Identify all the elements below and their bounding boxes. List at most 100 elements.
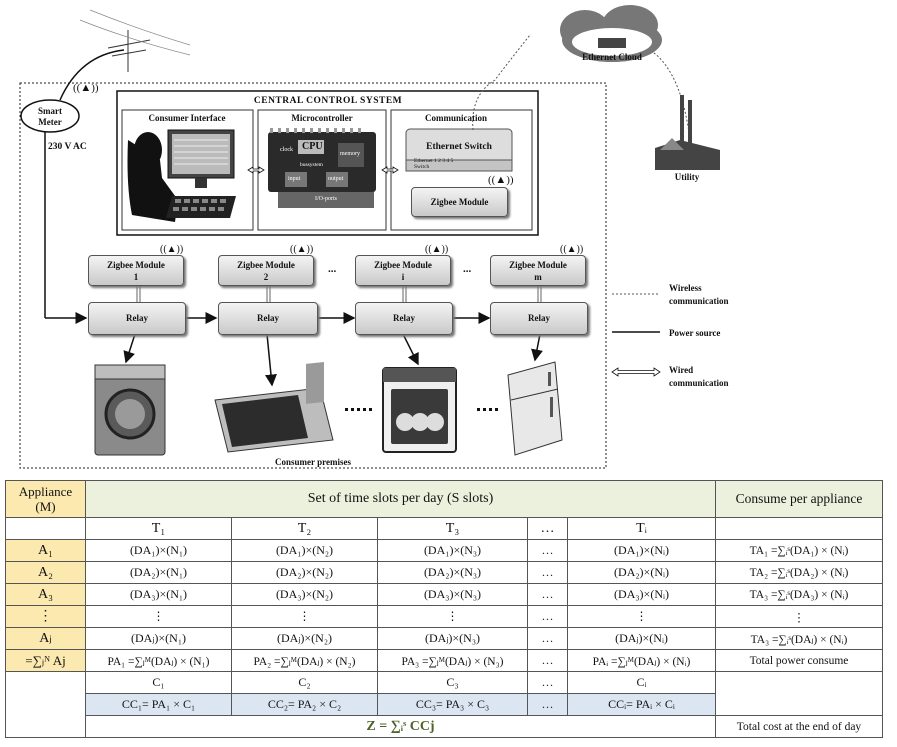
sum-appliance-label: =∑ⱼᴺ Aj bbox=[5, 649, 86, 672]
pa-cell: PA₂ =∑ⱼᴹ(DAⱼ) × (N₂) bbox=[231, 649, 378, 672]
system-diagram bbox=[19, 5, 720, 469]
premises-boundary bbox=[19, 82, 607, 469]
wireless-antenna-icon: ((▲)) bbox=[73, 82, 99, 94]
appliance-label: A₁ bbox=[5, 539, 86, 562]
table-cell: (DAⱼ)×(N₁) bbox=[85, 627, 232, 650]
appliance-total: TA₂ =∑ᵢˢ(DA₂) × (Nᵢ) bbox=[715, 561, 883, 584]
table-cell: (DAⱼ)×(N₃) bbox=[377, 627, 528, 650]
mcu-io-label: I/O-ports bbox=[315, 196, 337, 202]
smart-meter-label: Smart Meter bbox=[38, 106, 62, 127]
wireless-link-cloud bbox=[472, 34, 531, 131]
table-cell: (DA₁)×(N₁) bbox=[85, 539, 232, 562]
mcu-cpu-label: CPU bbox=[302, 141, 323, 152]
zigbee-module-index: m bbox=[534, 272, 542, 282]
cc-cell: CC₂= PA₂ × C₂ bbox=[231, 693, 378, 716]
dishwasher-icon bbox=[382, 367, 457, 453]
table-cell: (DA₁)×(Nᵢ) bbox=[567, 539, 716, 562]
zigbee-module-index: i bbox=[401, 272, 405, 282]
cost-cell: … bbox=[527, 671, 568, 694]
slot-label: T₁ bbox=[85, 517, 232, 540]
table-cell: (DA₃)×(N₂) bbox=[231, 583, 378, 606]
zigbee-module-index: 2 bbox=[263, 272, 269, 282]
total-power-label: Total power consume bbox=[715, 649, 883, 672]
appliance-ellipsis-dots bbox=[345, 408, 498, 411]
utility-plant-icon bbox=[655, 95, 720, 170]
relay-label: Relay bbox=[528, 313, 550, 323]
slot-ellipsis: … bbox=[527, 517, 568, 540]
utility-label: Utility bbox=[674, 172, 700, 182]
legend-power-label: Power source bbox=[669, 328, 721, 338]
microcontroller-label: Microcontroller bbox=[291, 113, 353, 123]
table-cell: (DA₂)×(N₃) bbox=[377, 561, 528, 584]
appliance-total: ⋮ bbox=[715, 605, 883, 628]
zigbee-central-label: Zigbee Module bbox=[430, 197, 489, 207]
table-cell: (DA₃)×(N₁) bbox=[85, 583, 232, 606]
table-cell: ⋮ bbox=[231, 605, 378, 628]
legend-wireless-label: Wireless communication bbox=[669, 283, 729, 306]
empty-cell bbox=[715, 517, 883, 540]
table-cell: … bbox=[527, 583, 568, 606]
mcu-output-label: output bbox=[328, 176, 344, 182]
cc-cell: … bbox=[527, 693, 568, 716]
table-cell: ⋮ bbox=[377, 605, 528, 628]
relay-2: Relay bbox=[218, 302, 318, 335]
appliance-label: A₂ bbox=[5, 561, 86, 584]
appliance-label: ⋮ bbox=[5, 605, 86, 628]
microcontroller-chip-icon bbox=[268, 128, 376, 208]
table-cell: (DA₃)×(Nᵢ) bbox=[567, 583, 716, 606]
table-cell: (DA₂)×(Nᵢ) bbox=[567, 561, 716, 584]
zigbee-central-antenna-icon: ((▲)) bbox=[488, 174, 514, 186]
switch-sub-label: Switch bbox=[414, 164, 430, 170]
slot-label: T₃ bbox=[377, 517, 528, 540]
switch-ports-label: Ethernet 1 2 3 4 5 bbox=[414, 158, 454, 164]
slot-label: Tᵢ bbox=[567, 517, 716, 540]
cost-cell: Cᵢ bbox=[567, 671, 716, 694]
slot-label: T₂ bbox=[231, 517, 378, 540]
empty-cell bbox=[715, 671, 883, 716]
appliance-label: Aⱼ bbox=[5, 627, 86, 650]
consumer-interface-label: Consumer Interface bbox=[148, 113, 226, 123]
consume-header: Consume per appliance bbox=[715, 480, 883, 518]
slots-header: Set of time slots per day (S slots) bbox=[85, 480, 716, 518]
relay-label: Relay bbox=[126, 313, 148, 323]
wired-links-central bbox=[247, 166, 399, 174]
zigbee-antenna-icon: ((▲)) bbox=[425, 244, 449, 255]
service-line bbox=[59, 49, 125, 101]
table-cell: (DAⱼ)×(Nᵢ) bbox=[567, 627, 716, 650]
zigbee-module-m: Zigbee Module m bbox=[490, 255, 586, 286]
pa-cell: PA₁ =∑ⱼᴹ(DAⱼ) × (N₁) bbox=[85, 649, 232, 672]
zigbee-module-name: Zigbee Module bbox=[374, 260, 432, 270]
smart-meter-shape bbox=[20, 99, 80, 133]
table-cell: ⋮ bbox=[85, 605, 232, 628]
zigbee-module-index: 1 bbox=[133, 272, 139, 282]
appliance-total: TA₁ =∑ᵢˢ(DA₁) × (Nᵢ) bbox=[715, 539, 883, 562]
pa-cell: PAᵢ =∑ⱼᴹ(DAⱼ) × (Nᵢ) bbox=[567, 649, 716, 672]
zigbee-module-name: Zigbee Module bbox=[509, 260, 567, 270]
communication-label: Communication bbox=[424, 113, 488, 123]
table-cell: … bbox=[527, 561, 568, 584]
legend-wired-arrow bbox=[611, 367, 661, 377]
cc-cell: CC₁= PA₁ × C₁ bbox=[85, 693, 232, 716]
cc-cell: CC₃= PA₃ × C₃ bbox=[377, 693, 528, 716]
premises-label: Consumer premises bbox=[275, 457, 351, 467]
ac-voltage-label: 230 V AC bbox=[48, 142, 87, 152]
consumption-table: Appliance (M) Set of time slots per day … bbox=[5, 480, 883, 738]
mcu-input-label: input bbox=[288, 176, 301, 182]
cost-cell: C₃ bbox=[377, 671, 528, 694]
central-control-title: CENTRAL CONTROL SYSTEM bbox=[253, 96, 403, 106]
ethernet-switch-label: Ethernet Switch bbox=[426, 142, 492, 152]
power-lines bbox=[44, 132, 543, 387]
zigbee-module-2: Zigbee Module 2 bbox=[218, 255, 314, 286]
zigbee-relay-links bbox=[136, 286, 542, 302]
pa-cell: … bbox=[527, 649, 568, 672]
appliance-total: TA₃ =∑ᵢˢ(DAⱼ) × (Nᵢ) bbox=[715, 627, 883, 650]
zigbee-central-module: Zigbee Module bbox=[411, 187, 508, 217]
appliance-label: A₃ bbox=[5, 583, 86, 606]
table-cell: … bbox=[527, 605, 568, 628]
zigbee-ellipsis-2: ... bbox=[463, 263, 472, 275]
refrigerator-icon bbox=[507, 361, 563, 456]
cloud-icon bbox=[560, 5, 662, 62]
empty-cell bbox=[5, 671, 86, 738]
cost-cell: C₁ bbox=[85, 671, 232, 694]
consumer-icon bbox=[127, 129, 236, 222]
